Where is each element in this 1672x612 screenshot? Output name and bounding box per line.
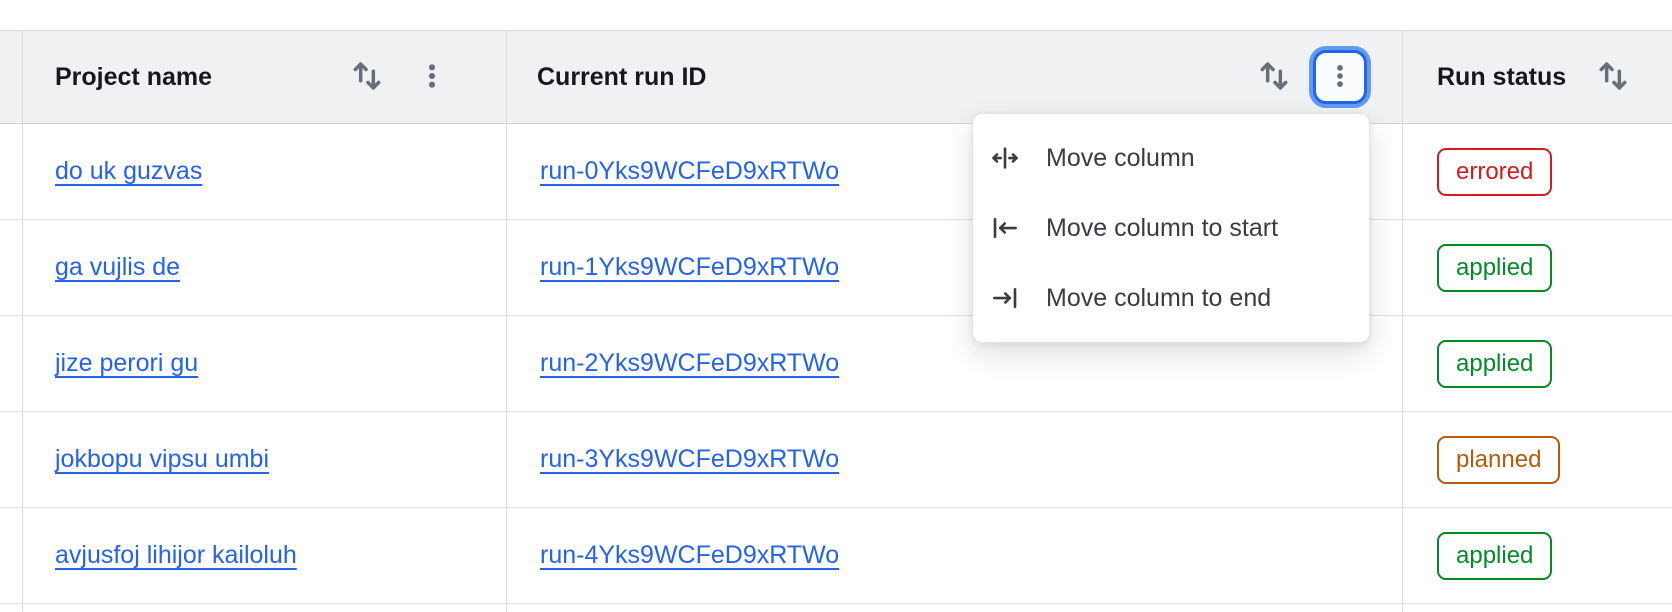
project-name-cell: jokbopu vipsu umbi: [23, 412, 507, 507]
run-status-badge: applied: [1437, 531, 1553, 580]
row-gutter-cell: [0, 508, 23, 603]
run-id-link[interactable]: run-2Yks9WCFeD9xRTWo: [540, 349, 840, 377]
menu-item-move-column[interactable]: Move column: [973, 123, 1369, 193]
column-options-button-project-name[interactable]: [416, 60, 448, 95]
project-link[interactable]: jize perori gu: [55, 349, 199, 377]
project-link[interactable]: ga vujlis de: [55, 253, 181, 281]
run-status-cell: applied: [1403, 508, 1672, 603]
run-status-badge: errored: [1437, 147, 1553, 196]
run-status-badge: applied: [1437, 243, 1553, 292]
column-options-menu: Move column Move column to start Move co…: [972, 113, 1370, 343]
kebab-menu-icon: [416, 60, 448, 95]
run-id-link[interactable]: run-1Yks9WCFeD9xRTWo: [540, 253, 840, 281]
row-gutter-cell: [0, 124, 23, 219]
column-label-project-name: Project name: [55, 62, 213, 91]
sort-button-run-status[interactable]: [1594, 57, 1632, 98]
column-header-run-status: Run status: [1403, 31, 1672, 123]
sort-icon: [1255, 57, 1293, 98]
project-link[interactable]: avjusfoj lihijor kailoluh: [55, 541, 297, 569]
table-row: do uk guzvas run-0Yks9WCFeD9xRTWo errore…: [0, 124, 1672, 220]
run-status-cell: errored: [1403, 124, 1672, 219]
row-gutter-cell: [0, 412, 23, 507]
run-status-badge: applied: [1437, 339, 1553, 388]
run-id-cell: run-2Yks9WCFeD9xRTWo: [507, 316, 1403, 411]
sort-button-project-name[interactable]: [348, 57, 386, 98]
run-id-cell: run-3Yks9WCFeD9xRTWo: [507, 412, 1403, 507]
menu-item-move-column-to-start[interactable]: Move column to start: [973, 193, 1369, 263]
menu-item-move-column-to-end[interactable]: Move column to end: [973, 263, 1369, 333]
run-id-cell: run-1Yks9WCFeD9xRTWo: [507, 220, 1403, 315]
run-id-link[interactable]: run-0Yks9WCFeD9xRTWo: [540, 157, 840, 185]
run-id-link[interactable]: run-3Yks9WCFeD9xRTWo: [540, 445, 840, 473]
projects-table: Project name: [0, 30, 1672, 612]
project-name-cell: jize perori gu: [23, 316, 507, 411]
project-link[interactable]: jokbopu vipsu umbi: [55, 445, 270, 473]
sort-button-current-run-id[interactable]: [1255, 57, 1293, 98]
row-gutter-cell: [0, 220, 23, 315]
table-header-row: Project name: [0, 31, 1672, 124]
menu-item-label: Move column: [1046, 143, 1195, 172]
row-gutter-cell: [0, 316, 23, 411]
column-label-run-status: Run status: [1437, 62, 1567, 91]
menu-item-label: Move column to start: [1046, 213, 1279, 242]
sort-icon: [348, 57, 386, 98]
move-column-to-start-icon: [990, 213, 1020, 243]
project-name-cell: do uk guzvas: [23, 124, 507, 219]
column-header-current-run-id: Current run ID: [507, 31, 1403, 123]
project-name-cell: ga vujlis de: [23, 220, 507, 315]
move-column-icon: [990, 143, 1020, 173]
project-link[interactable]: do uk guzvas: [55, 157, 203, 185]
kebab-menu-icon: [1325, 61, 1355, 94]
header-gutter-cell: [0, 31, 23, 123]
run-status-badge: planned: [1437, 435, 1561, 484]
table-row: jize perori gu run-2Yks9WCFeD9xRTWo appl…: [0, 316, 1672, 412]
run-status-cell: planned: [1403, 412, 1672, 507]
table-row: ga vujlis de run-1Yks9WCFeD9xRTWo applie…: [0, 220, 1672, 316]
sort-icon: [1594, 57, 1632, 98]
run-id-link[interactable]: run-4Yks9WCFeD9xRTWo: [540, 541, 840, 569]
run-id-cell: run-0Yks9WCFeD9xRTWo: [507, 124, 1403, 219]
run-id-cell: run-4Yks9WCFeD9xRTWo: [507, 508, 1403, 603]
menu-item-label: Move column to end: [1046, 283, 1272, 312]
table-row: avjusfoj lihijor kailoluh run-4Yks9WCFeD…: [0, 508, 1672, 604]
run-status-cell: applied: [1403, 220, 1672, 315]
move-column-to-end-icon: [990, 283, 1020, 313]
column-options-button-current-run-id-active[interactable]: [1313, 50, 1367, 104]
run-status-cell: applied: [1403, 316, 1672, 411]
table-row: jokbopu vipsu umbi run-3Yks9WCFeD9xRTWo …: [0, 412, 1672, 508]
project-name-cell: avjusfoj lihijor kailoluh: [23, 508, 507, 603]
column-label-current-run-id: Current run ID: [537, 62, 707, 91]
column-header-project-name: Project name: [23, 31, 507, 123]
table-row-clipped: [0, 604, 1672, 612]
